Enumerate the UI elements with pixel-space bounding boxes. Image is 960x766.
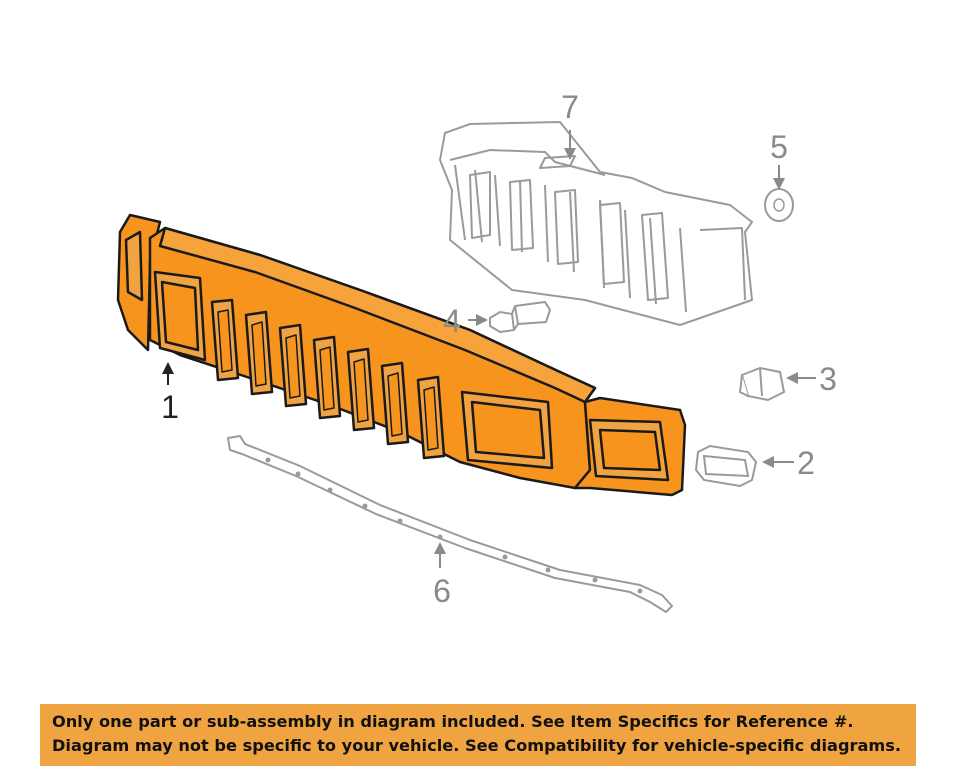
- part-1-grille: [116, 213, 687, 497]
- leader-line-part-1: [162, 362, 174, 385]
- callout-2: 2: [797, 445, 815, 481]
- leader-lines: [434, 130, 816, 568]
- part-3-retainer: [738, 366, 786, 402]
- callout-3: 3: [819, 361, 837, 397]
- callout-6: 6: [433, 573, 451, 609]
- callout-1: 1: [161, 389, 179, 425]
- callout-4: 4: [443, 303, 461, 339]
- part-7-grille-backing: [439, 121, 753, 326]
- part-2-lamp: [694, 444, 758, 488]
- part-5-washer: [764, 188, 794, 222]
- disclaimer-banner: Only one part or sub-assembly in diagram…: [40, 704, 916, 766]
- part-6-seal-strip: [227, 435, 673, 613]
- parts-diagram: 7 5 4 3 2 6 1: [116, 89, 837, 613]
- part-4-push-pin: [489, 300, 552, 334]
- disclaimer-line-1: Only one part or sub-assembly in diagram…: [52, 712, 854, 731]
- callout-5: 5: [770, 129, 788, 165]
- disclaimer-line-2: Diagram may not be specific to your vehi…: [52, 736, 902, 755]
- callout-7: 7: [561, 89, 579, 125]
